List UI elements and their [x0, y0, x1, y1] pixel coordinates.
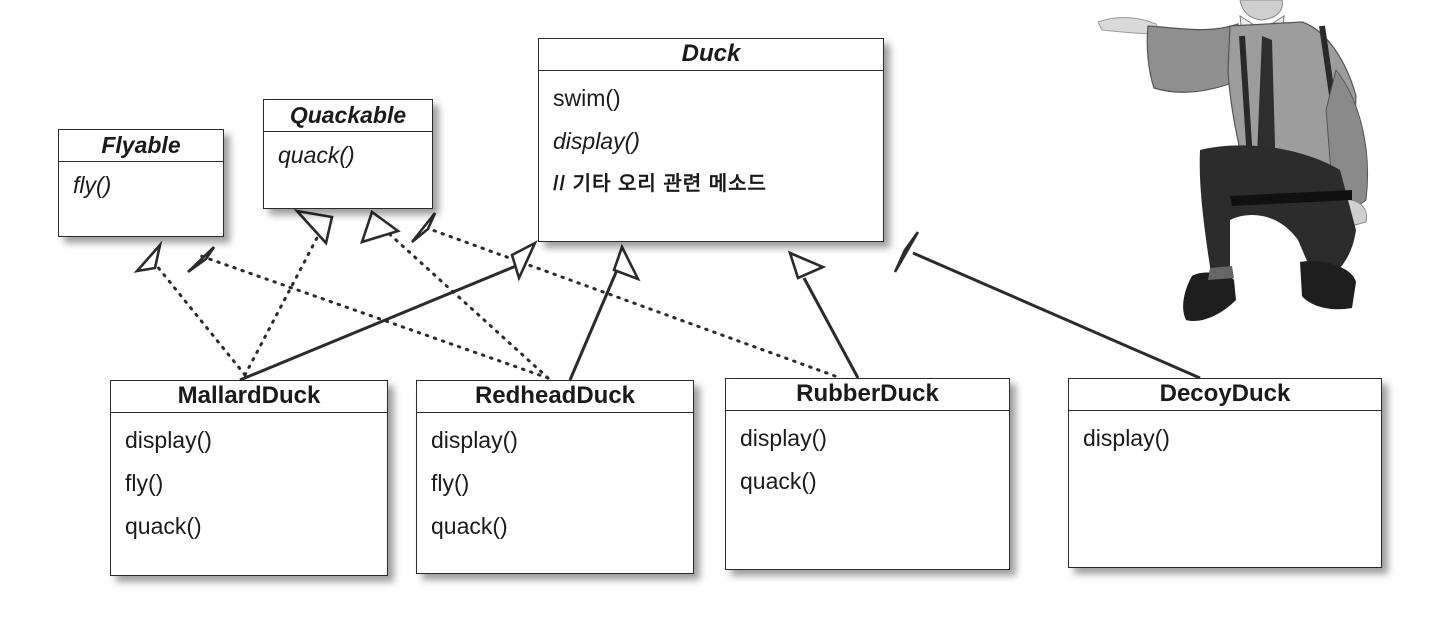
realization-line-mallard-quackable: [243, 234, 320, 377]
method-swim: swim(): [553, 85, 621, 111]
class-members-duck: swim() display() // 기타 오리 관련 메소드: [539, 71, 883, 212]
method-display: display(): [553, 128, 640, 154]
comment-other-duck-methods: // 기타 오리 관련 메소드: [553, 173, 767, 195]
class-members-redhead-duck: display() fly() quack(): [417, 413, 693, 554]
method-fly: fly(): [73, 172, 112, 198]
arrowhead-redhead-duck: [612, 243, 641, 282]
method-display: display(): [125, 427, 212, 453]
interface-members-quackable: quack(): [264, 132, 432, 179]
method-fly: fly(): [431, 470, 470, 496]
interface-flyable: Flyable fly(): [58, 129, 224, 237]
class-rubber-duck: RubberDuck display() quack(): [725, 378, 1010, 570]
class-members-rubber-duck: display() quack(): [726, 411, 1009, 509]
class-members-mallard-duck: display() fly() quack(): [111, 413, 387, 554]
arrowhead-mallard-flyable: [133, 240, 163, 273]
class-duck: Duck swim() display() // 기타 오리 관련 메소드: [538, 38, 884, 242]
class-name-rubber-duck: RubberDuck: [726, 379, 1009, 411]
class-redhead-duck: RedheadDuck display() fly() quack(): [416, 380, 694, 574]
inheritance-line-mallard: [239, 264, 517, 382]
inheritance-line-redhead: [568, 269, 619, 381]
class-mallard-duck: MallardDuck display() fly() quack(): [110, 380, 388, 576]
inheritance-line-decoy: [912, 251, 1201, 380]
realization-line-rubber-quackable: [422, 225, 837, 378]
inheritance-lines: [239, 251, 1201, 382]
method-fly: fly(): [125, 470, 164, 496]
method-quack: quack(): [740, 468, 817, 494]
class-name-decoy-duck: DecoyDuck: [1069, 379, 1381, 411]
method-display: display(): [1083, 425, 1170, 451]
method-quack: quack(): [125, 513, 202, 539]
arrowhead-redhead-quackable: [359, 209, 401, 244]
class-name-mallard-duck: MallardDuck: [111, 381, 387, 413]
interface-name-quackable: Quackable: [264, 100, 432, 132]
class-name-redhead-duck: RedheadDuck: [417, 381, 693, 413]
class-members-decoy-duck: display(): [1069, 411, 1381, 466]
class-decoy-duck: DecoyDuck display(): [1068, 378, 1382, 568]
arrowhead-rubber-duck: [787, 250, 827, 280]
arrowhead-rubber-quackable: [410, 212, 437, 244]
arrowhead-mallard-duck: [510, 240, 538, 282]
method-display: display(): [431, 427, 518, 453]
interface-members-flyable: fly(): [59, 162, 223, 209]
arrowhead-mallard-quackable: [293, 209, 334, 246]
presenter-figure-icon: [1097, 0, 1369, 322]
method-quack: quack(): [431, 513, 508, 539]
interface-name-flyable: Flyable: [59, 130, 223, 162]
interface-quackable: Quackable quack(): [263, 99, 433, 209]
method-quack: quack(): [278, 142, 355, 168]
realization-line-redhead-quackable: [383, 228, 550, 380]
method-display: display(): [740, 425, 827, 451]
realization-line-redhead-flyable: [196, 253, 550, 380]
inheritance-line-rubber: [802, 277, 860, 379]
class-name-duck: Duck: [539, 39, 883, 71]
arrowhead-decoy-duck: [893, 231, 920, 273]
realization-line-mallard-flyable: [150, 258, 247, 377]
arrowhead-redhead-flyable: [187, 246, 216, 274]
realization-lines: [150, 225, 837, 380]
